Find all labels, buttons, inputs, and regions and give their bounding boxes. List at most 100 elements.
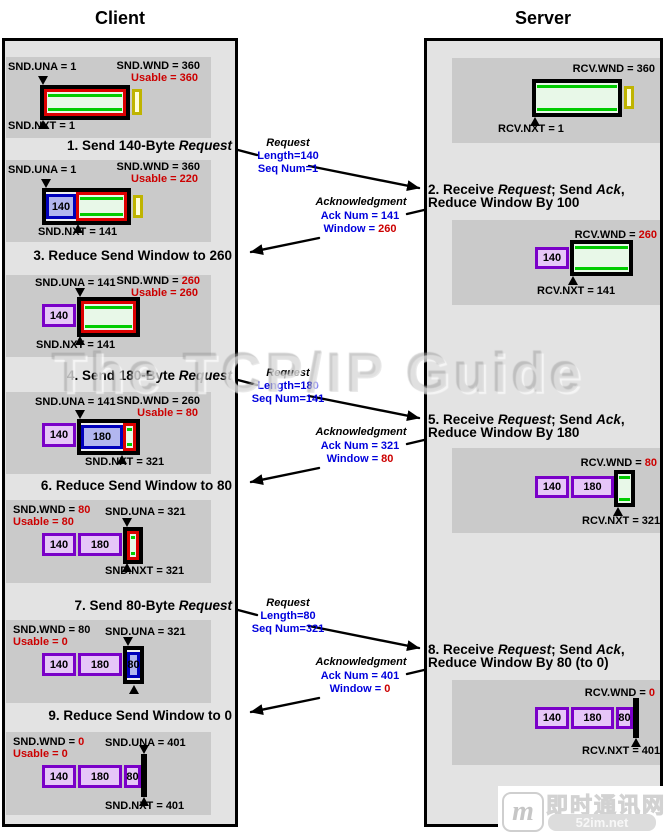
text-span: ; Send: [551, 412, 597, 427]
acknowledged-bytes-box: 140: [42, 533, 76, 556]
text-span: Request: [266, 367, 310, 379]
acknowledged-bytes-box: 140: [535, 476, 569, 498]
text-span: Ack: [596, 642, 621, 657]
text-span: Usable = 80: [13, 516, 74, 528]
window-box: [570, 240, 633, 276]
text-span: RCV.NXT = 141: [537, 285, 616, 297]
heading-line: 5. Receive Request; Send Ack,: [428, 412, 625, 427]
text-span: ; Send: [551, 642, 597, 657]
text-span: Request: [266, 137, 310, 149]
text-span: Seq Num=321: [251, 623, 325, 635]
snd-pointer-label-snd-una: SND.UNA = 321: [105, 507, 186, 518]
acknowledged-bytes-box: 140: [42, 423, 76, 447]
acknowledged-bytes-box: 180: [78, 533, 122, 556]
text-span: Request: [178, 138, 232, 153]
text-span: Seq Num=1: [257, 163, 319, 175]
text-span: RCV.WND = 360: [572, 63, 655, 75]
step-heading: 8. Receive Request; Send Ack,Reduce Wind…: [428, 642, 625, 670]
pointer-arrow-icon: [139, 797, 149, 806]
text-span: RCV.NXT = 401: [582, 745, 661, 757]
snd-pointer-label-usable: Usable = 260: [131, 288, 198, 299]
text-span: Usable = 0: [13, 636, 68, 648]
text-span: 3. Reduce Send Window to 260: [33, 248, 232, 263]
text-span: SND.UNA = 1: [8, 164, 77, 176]
message-label: Acknowledgment: [291, 657, 431, 668]
site-logo: m 即时通讯网 52im.net: [498, 786, 666, 836]
text-span: 80: [644, 457, 657, 469]
text-span: 0: [384, 683, 391, 695]
pointer-arrow-icon: [122, 518, 132, 527]
ack-2-line: [249, 466, 321, 485]
message-label: Request: [218, 368, 358, 379]
pointer-arrow-icon: [75, 410, 85, 419]
message-label: Acknowledgment: [291, 427, 431, 438]
acknowledged-bytes-box: 180: [571, 707, 614, 729]
message-label: Ack Num = 401: [290, 671, 430, 682]
text-span: Request: [497, 412, 552, 427]
rcv-pointer-label-rcv-nxt: RCV.NXT = 401: [582, 746, 660, 757]
beyond-window-box: [624, 86, 634, 109]
pointer-arrow-icon: [75, 336, 85, 345]
text-span: RCV.WND =: [574, 229, 639, 241]
rcv-pointer-label-rcv-nxt: RCV.NXT = 321: [582, 516, 660, 527]
message-label: Request: [218, 598, 358, 609]
text-span: Request: [178, 598, 232, 613]
text-span: 1. Send 140-Byte: [66, 138, 179, 153]
text-span: Request: [178, 368, 232, 383]
text-span: Usable = 220: [131, 173, 198, 185]
sent-unacked-bytes-box: 80: [127, 652, 140, 678]
text-span: 8. Receive: [428, 642, 498, 657]
pointer-arrow-icon: [530, 117, 540, 126]
text-span: 7. Send 80-Byte: [74, 598, 179, 613]
step-heading: 2. Receive Request; Send Ack,Reduce Wind…: [428, 182, 625, 209]
message-label: Window = 80: [290, 454, 430, 465]
snd-pointer-label-usable: Usable = 0: [13, 749, 68, 760]
text-span: Ack Num = 141: [320, 210, 400, 222]
snd-pointer-label-usable: Usable = 80: [13, 517, 74, 528]
text-span: Acknowledgment: [315, 196, 407, 208]
beyond-window-box: [132, 89, 142, 115]
text-span: Request: [497, 182, 552, 197]
text-span: RCV.WND =: [580, 457, 645, 469]
ack-1-line: [249, 236, 321, 255]
acknowledged-bytes-box: 180: [78, 765, 122, 788]
snd-pointer-label-snd-wnd: SND.WND = 80: [13, 505, 90, 516]
text-span: 5. Receive: [428, 412, 498, 427]
sent-unacked-bytes-box: 140: [46, 194, 76, 219]
usable-window-box: [76, 192, 127, 221]
pointer-arrow-icon: [122, 563, 132, 572]
text-span: SND.UNA = 141: [35, 396, 116, 408]
acknowledged-bytes-box: 140: [535, 707, 569, 729]
text-span: Seq Num=141: [251, 393, 325, 405]
text-span: 260: [378, 223, 397, 235]
pointer-arrow-icon: [129, 685, 139, 694]
text-span: SND.WND = 360: [116, 60, 200, 72]
window-box: 180: [77, 419, 140, 455]
text-span: 9. Reduce Send Window to 0: [48, 708, 232, 723]
heading-line: 2. Receive Request; Send Ack,: [428, 182, 625, 197]
snd-pointer-label-snd-una: SND.UNA = 401: [105, 738, 186, 749]
text-span: RCV.NXT = 321: [582, 515, 661, 527]
text-span: Acknowledgment: [315, 426, 407, 438]
logo-m-icon: m: [502, 792, 544, 832]
acknowledged-bytes-box: 80: [124, 765, 141, 788]
acknowledged-bytes-box: 140: [42, 653, 76, 676]
heading-line: 6. Reduce Send Window to 80: [41, 479, 232, 493]
acknowledged-bytes-box: 180: [571, 476, 614, 498]
text-span: Ack Num = 401: [320, 670, 400, 682]
step-heading: 4. Send 180-Byte Request: [67, 368, 232, 383]
text-span: Acknowledgment: [315, 656, 407, 668]
beyond-window-box: [133, 195, 143, 218]
sent-unacked-bytes-box: 180: [81, 425, 123, 449]
text-span: RCV.NXT = 1: [498, 123, 564, 135]
server-column-title: Server: [514, 8, 572, 28]
snd-pointer-label-snd-una: SND.UNA = 1: [8, 165, 76, 176]
text-span: Window =: [323, 223, 379, 235]
message-label: Seq Num=141: [218, 394, 358, 405]
text-span: Ack: [596, 182, 621, 197]
step-heading: 9. Reduce Send Window to 0: [48, 708, 232, 723]
snd-pointer-label-snd-nxt: SND.NXT = 141: [36, 340, 115, 351]
step-heading: 7. Send 80-Byte Request: [74, 598, 232, 613]
text-span: Reduce Window By 80 (to 0): [428, 654, 609, 670]
window-box: 140: [42, 188, 131, 225]
